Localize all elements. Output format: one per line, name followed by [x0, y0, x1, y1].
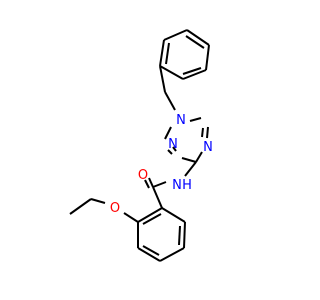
molecule-canvas: N N N N H O O [69, 29, 213, 262]
atom-label-n4: N [203, 140, 213, 155]
amide-linkage [144, 161, 197, 209]
methylene-bridge [159, 65, 176, 111]
atom-label-o-ether: O [110, 201, 120, 216]
phenyl-ring-bottom [137, 207, 186, 262]
atom-label-n1: N [176, 113, 186, 128]
ethoxy-group [69, 198, 139, 223]
structure-drawing: N N N N H O O [69, 29, 213, 262]
atom-label-h: H [182, 178, 192, 193]
triazole-ring [164, 117, 209, 163]
atom-label-o-carbonyl: O [138, 168, 148, 183]
atom-label-nh: N [172, 178, 182, 193]
atom-label-n2: N [168, 137, 178, 152]
phenyl-ring-top [159, 29, 210, 80]
